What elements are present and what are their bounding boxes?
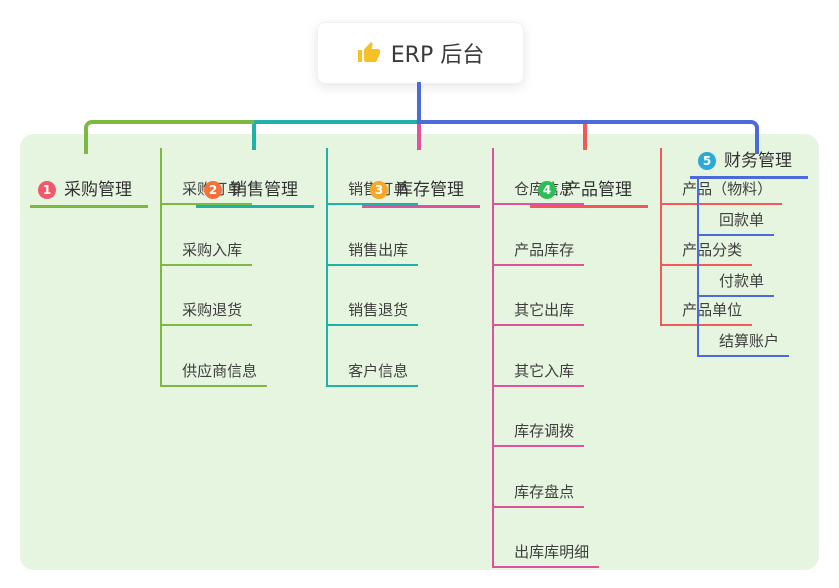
- child-node[interactable]: 客户信息: [328, 326, 419, 387]
- branch-header-sales[interactable]: 2 销售管理: [196, 177, 314, 208]
- drop-line-inventory: [417, 124, 421, 150]
- child-node[interactable]: 销售退货: [328, 266, 419, 326]
- child-node[interactable]: 产品（物料）: [662, 148, 783, 205]
- child-node[interactable]: 采购退货: [162, 266, 253, 326]
- branch-number-badge: 2: [204, 181, 222, 199]
- branch-header-label: 销售管理: [230, 180, 298, 200]
- branch-header-label: 采购管理: [64, 180, 132, 200]
- child-node[interactable]: 供应商信息: [162, 326, 268, 387]
- child-node[interactable]: 产品库存: [494, 205, 585, 266]
- root-node[interactable]: ERP 后台: [317, 22, 524, 84]
- bus-segment-sales: [254, 120, 417, 124]
- branch-header-product[interactable]: 4 产品管理: [530, 177, 648, 208]
- branch-children-purchase: 采购订单 采购入库 采购退货 供应商信息: [160, 148, 268, 387]
- child-node[interactable]: 销售出库: [328, 205, 419, 266]
- branch-header-label: 财务管理: [724, 151, 792, 171]
- drop-line-sales: [252, 124, 256, 150]
- branch-number-badge: 4: [538, 181, 556, 199]
- branch-children-inventory: 仓库信息 产品库存 其它出库 其它入库 库存调拨 库存盘点 出库库明细: [492, 148, 600, 568]
- bus-segment-finance: [417, 120, 759, 154]
- child-node[interactable]: 出库库明细: [494, 508, 600, 568]
- child-node[interactable]: 其它入库: [494, 326, 585, 387]
- branch-number-badge: 3: [370, 181, 388, 199]
- branch-children-finance: 回款单 付款单 结算账户: [697, 179, 790, 357]
- root-label: ERP 后台: [390, 43, 485, 68]
- branch-header-inventory[interactable]: 3 库存管理: [362, 177, 480, 208]
- branch-inventory: 3 库存管理 仓库信息 产品库存 其它出库 其它入库 库存调拨 库存盘点 出库库…: [362, 148, 600, 568]
- child-node[interactable]: 采购入库: [162, 205, 253, 266]
- branch-purchase: 1 采购管理 采购订单 采购入库 采购退货 供应商信息: [30, 148, 268, 387]
- child-node[interactable]: 其它出库: [494, 266, 585, 326]
- branch-number-badge: 1: [38, 181, 56, 199]
- branch-header-label: 库存管理: [396, 180, 464, 200]
- child-node[interactable]: 结算账户: [699, 297, 790, 357]
- child-node[interactable]: 回款单: [699, 179, 775, 236]
- bus-segment-purchase: [84, 120, 258, 154]
- child-node[interactable]: 库存调拨: [494, 387, 585, 447]
- branch-header-finance[interactable]: 5 财务管理: [690, 148, 808, 179]
- child-node[interactable]: 库存盘点: [494, 447, 585, 508]
- root-connector-line: [417, 82, 421, 122]
- branch-number-badge: 5: [698, 152, 716, 170]
- thumbs-up-icon: [357, 42, 380, 62]
- branch-finance: 5 财务管理 回款单 付款单 结算账户: [690, 148, 839, 357]
- drop-line-product: [583, 124, 587, 150]
- child-node[interactable]: 付款单: [699, 236, 775, 297]
- branch-header-label: 产品管理: [564, 180, 632, 200]
- branch-header-purchase[interactable]: 1 采购管理: [30, 177, 148, 208]
